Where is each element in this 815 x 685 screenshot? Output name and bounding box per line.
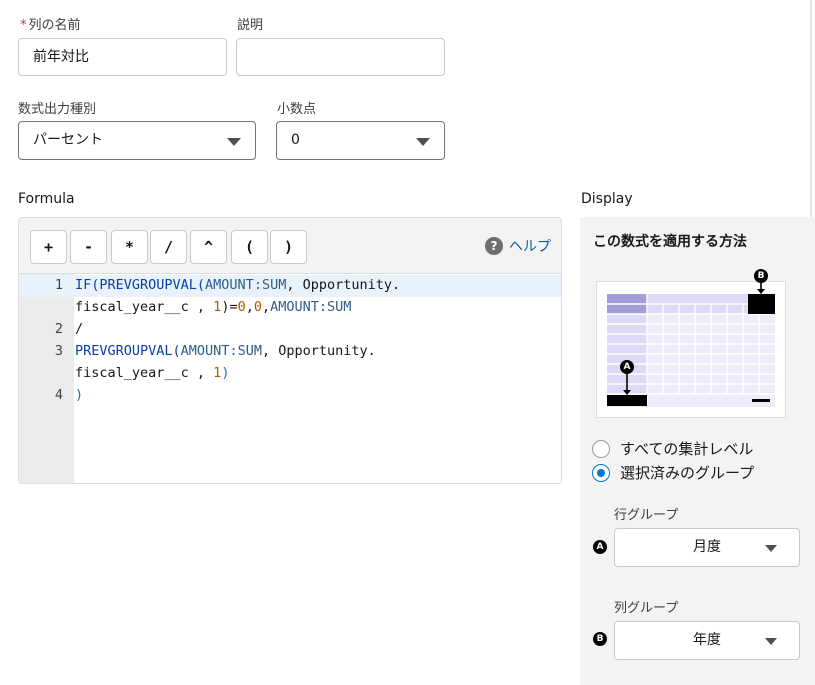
col-group-select[interactable]: 年度 (614, 621, 800, 660)
decimals-label: 小数点 (277, 102, 317, 117)
line-number: 1 (54, 277, 63, 293)
operator-minus-button[interactable]: - (70, 230, 107, 264)
format-type-select[interactable]: パーセント (18, 121, 256, 160)
row-group-badge: A (593, 540, 607, 554)
code-line-wrap[interactable]: fiscal_year__c , 1)=0,0,AMOUNT:SUM (75, 299, 352, 315)
column-name-label: *列の名前 (20, 18, 81, 33)
col-group-value: 年度 (693, 632, 721, 648)
diagram-marker-a: A (620, 360, 634, 374)
radio-label: すべての集計レベル (620, 440, 754, 458)
column-name-input[interactable]: 前年対比 (18, 38, 227, 76)
format-type-value: パーセント (33, 132, 103, 148)
chevron-down-icon (765, 545, 777, 552)
operator-plus-button[interactable]: + (30, 230, 67, 264)
operator-open-paren-button[interactable]: ( (231, 230, 268, 264)
operator-multiply-button[interactable]: * (111, 230, 148, 264)
radio-selected-groups[interactable]: 選択済みのグループ (592, 462, 754, 483)
chevron-down-icon (416, 138, 430, 146)
decimals-value: 0 (291, 132, 300, 148)
display-label: Display (581, 191, 633, 207)
code-line-wrap[interactable]: fiscal_year__c , 1) (75, 365, 230, 381)
line-number-gutter (19, 274, 74, 483)
chevron-down-icon (765, 638, 777, 645)
line-number: 3 (54, 343, 63, 359)
decimals-select[interactable]: 0 (276, 121, 445, 160)
display-panel-title: この数式を適用する方法 (593, 234, 747, 250)
radio-circle[interactable] (592, 439, 610, 458)
radio-label: 選択済みのグループ (620, 464, 755, 482)
radio-circle-selected[interactable] (592, 463, 610, 482)
code-line[interactable]: / (75, 321, 84, 337)
format-type-label: 数式出力種別 (18, 102, 97, 117)
formula-label: Formula (18, 191, 75, 207)
formula-editor[interactable]: + - * / ^ ( ) ? ヘルプ 1 2 3 4 IF(PREVGROUP… (18, 217, 562, 484)
help-link-label: ヘルプ (509, 239, 551, 255)
formula-toolbar: + - * / ^ ( ) ? ヘルプ (19, 218, 561, 274)
col-group-badge: B (593, 632, 607, 646)
row-group-label: 行グループ (614, 508, 679, 523)
summary-level-diagram: B A (596, 269, 786, 418)
row-group-select[interactable]: 月度 (614, 528, 800, 567)
diagram-marker-b: B (754, 269, 768, 283)
operator-divide-button[interactable]: / (150, 230, 187, 264)
code-line[interactable]: ) (75, 387, 84, 403)
display-panel: この数式を適用する方法 (580, 217, 815, 685)
radio-all-levels[interactable]: すべての集計レベル (592, 438, 753, 459)
operator-power-button[interactable]: ^ (190, 230, 227, 264)
question-icon: ? (485, 237, 503, 255)
required-marker: * (20, 18, 27, 33)
description-label: 説明 (237, 18, 264, 33)
chevron-down-icon (227, 138, 241, 146)
description-input[interactable] (236, 38, 445, 76)
help-link[interactable]: ? ヘルプ (485, 236, 551, 256)
active-line-highlight (19, 275, 561, 297)
code-line[interactable]: IF(PREVGROUPVAL(AMOUNT:SUM, Opportunity. (75, 277, 401, 293)
line-number: 2 (54, 321, 63, 337)
col-group-label: 列グループ (614, 601, 679, 616)
code-line[interactable]: PREVGROUPVAL(AMOUNT:SUM, Opportunity. (75, 343, 376, 359)
row-group-value: 月度 (693, 539, 721, 555)
operator-close-paren-button[interactable]: ) (270, 230, 307, 264)
line-number: 4 (54, 387, 63, 403)
diagram-illustration (607, 282, 775, 407)
